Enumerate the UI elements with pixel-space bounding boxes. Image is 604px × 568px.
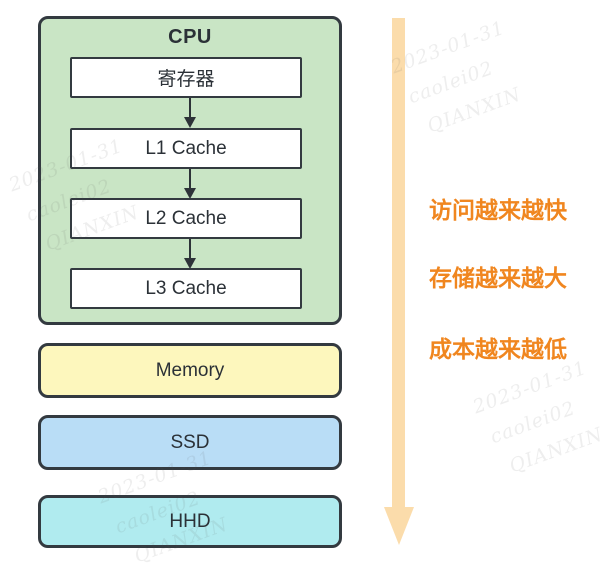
cpu-box: CPU 寄存器 L1 Cache L2 Cache L3 Cache (38, 16, 342, 325)
register-label: 寄存器 (157, 69, 215, 90)
watermark-org: QIANXIN (424, 83, 525, 138)
l3-cache-box: L3 Cache (70, 268, 302, 309)
big-down-arrow-head-icon (384, 507, 414, 545)
ssd-box: SSD (38, 415, 342, 470)
watermark-user: caolei02 (487, 397, 579, 449)
watermark: 2023-01-31 caolei02 QIANXIN (386, 11, 533, 148)
register-box: 寄存器 (70, 57, 302, 98)
watermark: 2023-01-31 caolei02 QIANXIN (468, 351, 604, 488)
annotation-storage-size: 存储越来越大 (429, 265, 567, 291)
cpu-title: CPU (168, 26, 212, 48)
arrow-head (184, 117, 196, 128)
hhd-box: HHD (38, 495, 342, 548)
arrow-line (189, 98, 191, 117)
watermark-user: caolei02 (405, 57, 497, 109)
memory-box: Memory (38, 343, 342, 398)
hhd-label: HHD (169, 510, 211, 532)
down-arrow-icon (180, 239, 200, 269)
arrow-line (189, 169, 191, 188)
annotation-access-speed: 访问越来越快 (429, 197, 567, 223)
l3-cache-label: L3 Cache (145, 277, 227, 299)
arrow-line (189, 239, 191, 258)
l1-cache-box: L1 Cache (70, 128, 302, 169)
l1-cache-label: L1 Cache (145, 137, 227, 159)
l2-cache-box: L2 Cache (70, 198, 302, 239)
big-down-arrow-shaft (392, 18, 405, 508)
arrow-head (184, 258, 196, 269)
watermark-org: QIANXIN (506, 423, 604, 478)
annotation-cost: 成本越来越低 (429, 336, 567, 362)
down-arrow-icon (180, 98, 200, 128)
down-arrow-icon (180, 169, 200, 199)
ssd-label: SSD (170, 431, 210, 453)
arrow-head (184, 188, 196, 199)
memory-label: Memory (155, 359, 225, 381)
l2-cache-label: L2 Cache (145, 207, 227, 229)
